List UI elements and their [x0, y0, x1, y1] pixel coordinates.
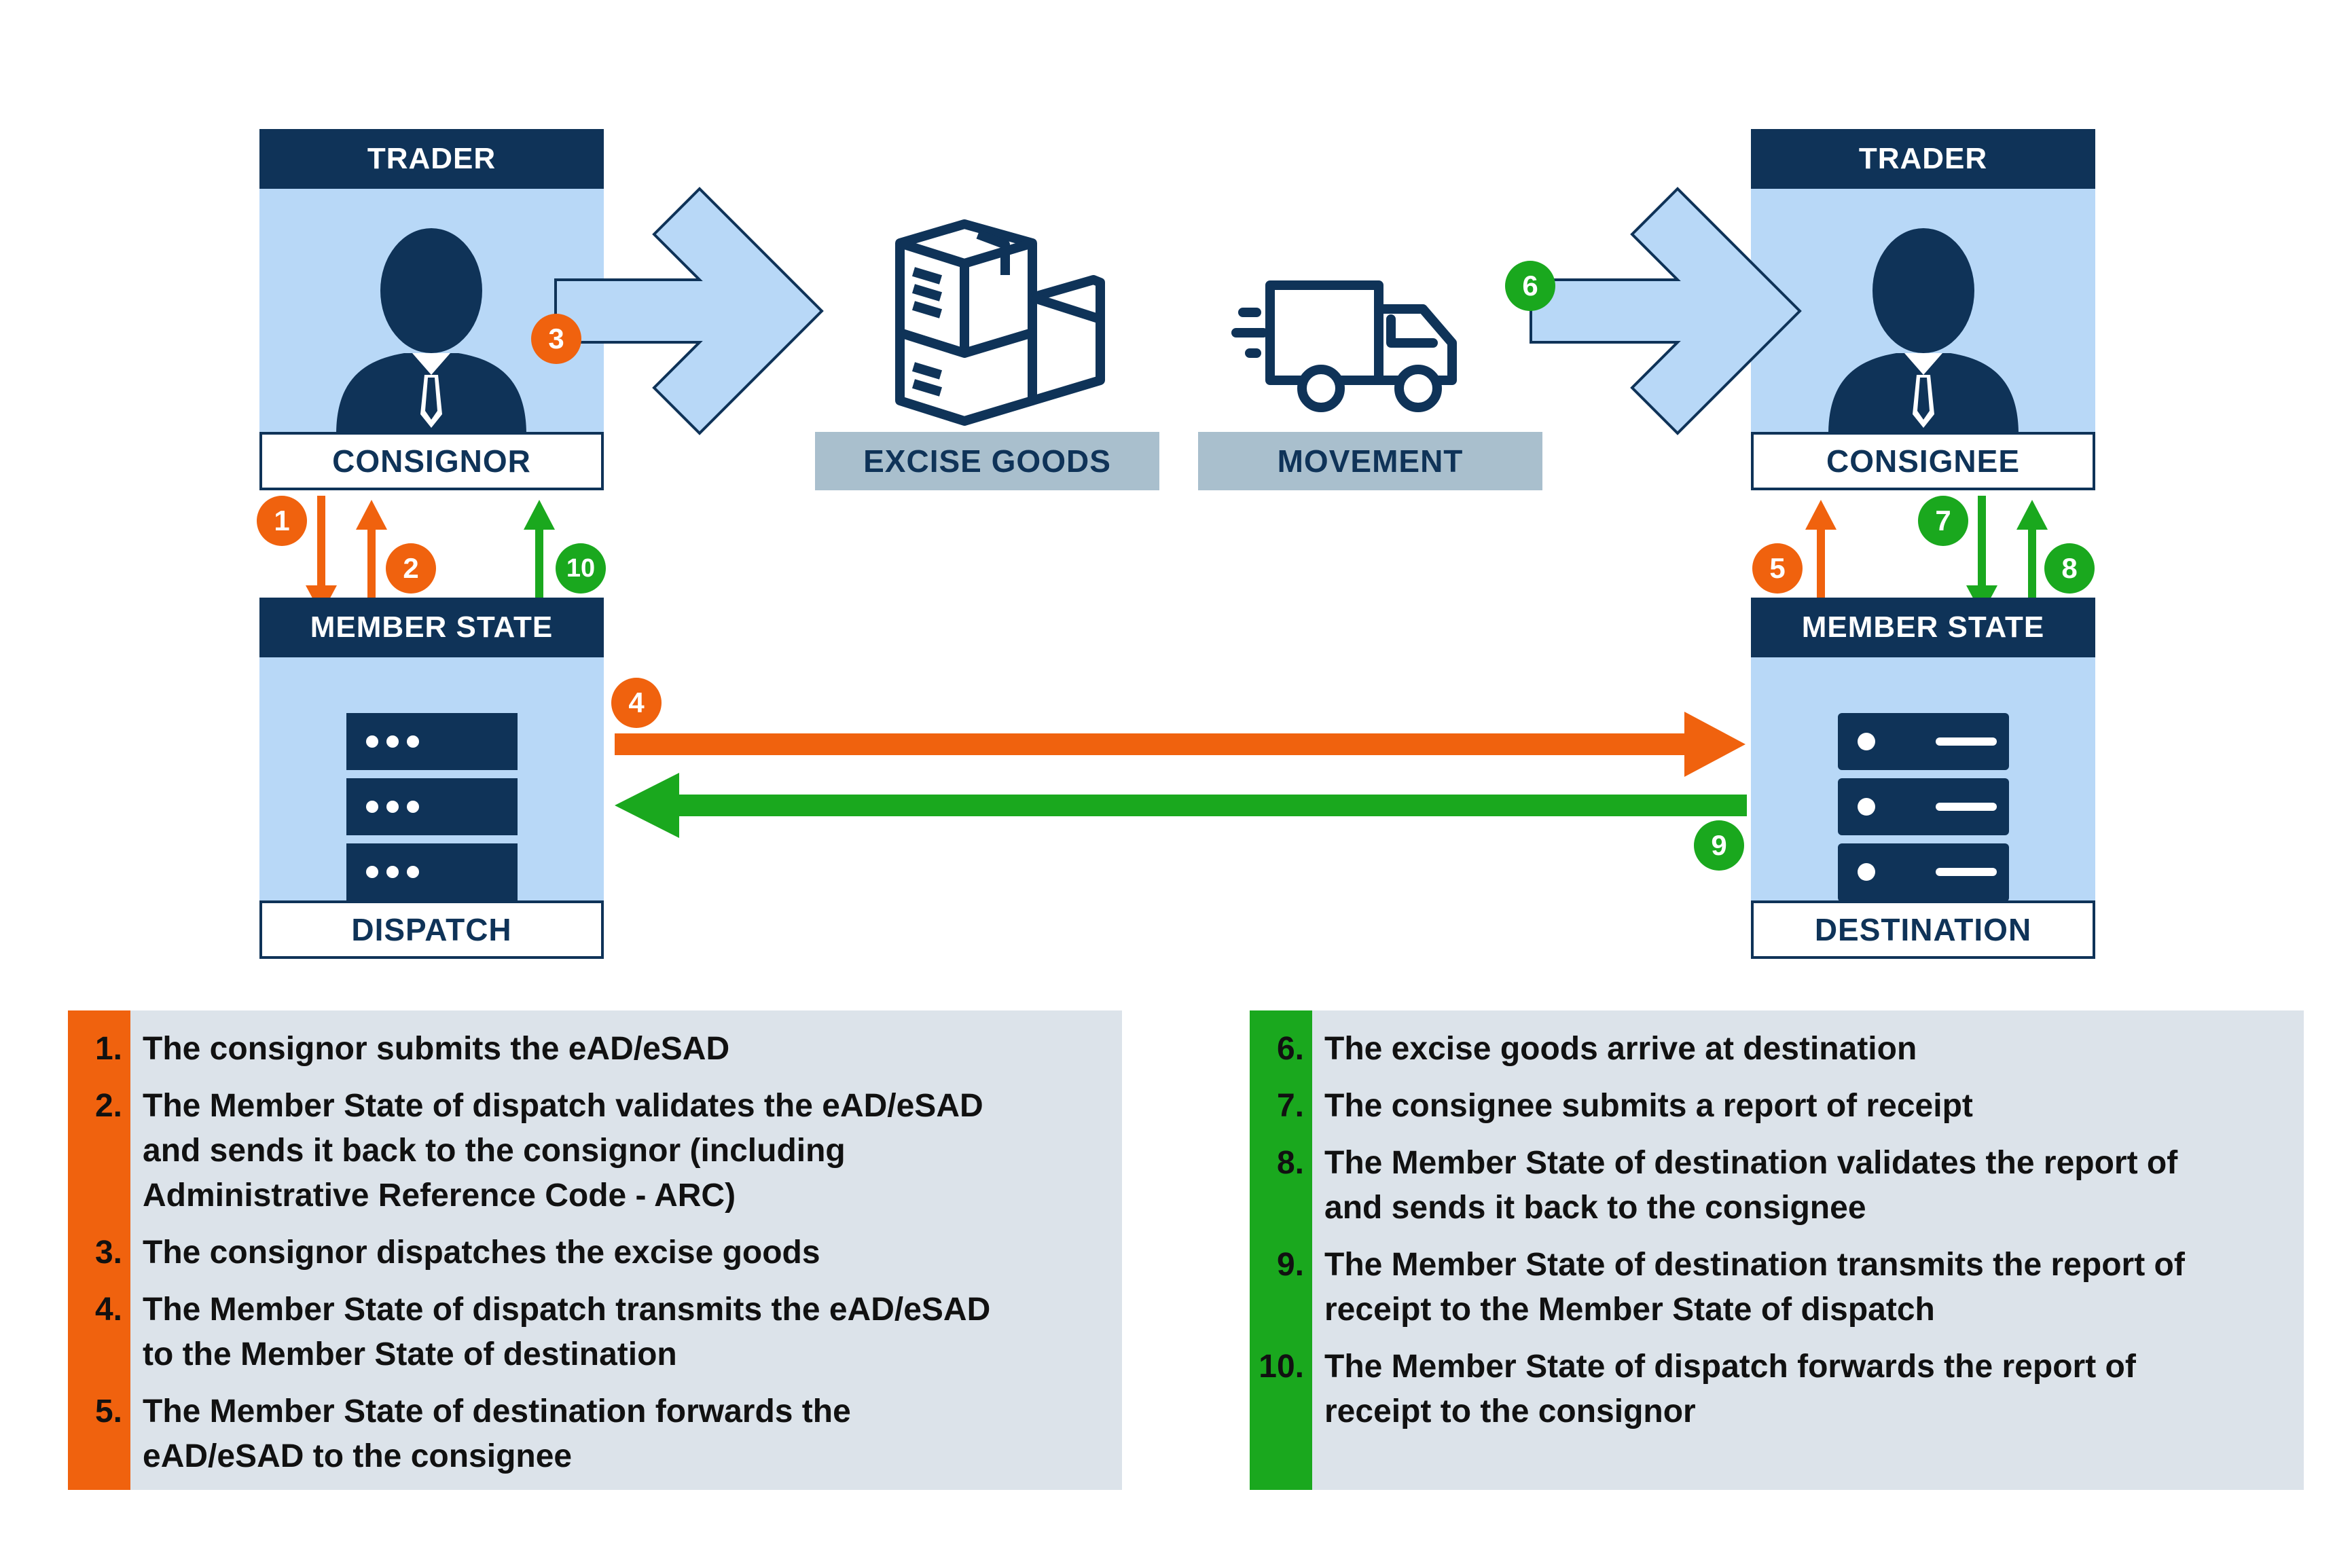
person-icon [336, 228, 526, 435]
step-number: 6. [1276, 1031, 1304, 1067]
step-text: Administrative Reference Code - ARC) [143, 1178, 736, 1214]
step-badge-8: 8 [2044, 543, 2095, 594]
arrow-step5 [1805, 500, 1837, 617]
steps-panel-right: 6. The excise goods arrive at destinatio… [1250, 1010, 2304, 1490]
step-number: 3. [94, 1235, 122, 1271]
step-badge-9: 9 [1694, 820, 1744, 871]
step-badge-4: 4 [611, 678, 662, 728]
step-number: 7. [1276, 1088, 1304, 1124]
step-text: to the Member State of destination [143, 1336, 677, 1372]
step-text: The excise goods arrive at destination [1324, 1031, 1917, 1067]
step-number: 10. [1259, 1349, 1304, 1385]
steps-panel-left: 1. The consignor submits the eAD/eSAD 2.… [68, 1010, 1122, 1490]
destination-label: DESTINATION [1751, 900, 2095, 959]
step-text: receipt to the consignor [1324, 1393, 1696, 1429]
truck-icon [1231, 280, 1457, 412]
consignee-label: CONSIGNEE [1751, 432, 2095, 490]
person-icon [1828, 228, 2019, 435]
dispatch-chevron-arrow [554, 187, 824, 435]
step-text: The consignor submits the eAD/eSAD [143, 1031, 730, 1067]
consignor-label: CONSIGNOR [259, 432, 604, 490]
step-badge-3: 3 [531, 314, 581, 364]
step-number: 4. [94, 1292, 122, 1328]
step-text: The Member State of destination transmit… [1324, 1247, 2185, 1283]
step-text: eAD/eSAD to the consignee [143, 1438, 573, 1474]
step-text: The Member State of dispatch transmits t… [143, 1292, 991, 1328]
arrow-step4 [615, 712, 1745, 777]
step-text: and sends it back to the consignor (incl… [143, 1133, 846, 1169]
boxes-icon [895, 219, 1105, 426]
arrow-step9 [615, 773, 1747, 838]
panel-stripe-orange [68, 1010, 130, 1490]
step-text: The Member State of dispatch validates t… [143, 1088, 983, 1124]
step-badge-7: 7 [1918, 496, 1968, 546]
step-badge-1: 1 [257, 496, 307, 546]
arrow-step2 [356, 500, 387, 617]
dispatch-label: DISPATCH [259, 900, 604, 959]
server-icon [346, 713, 518, 902]
step-badge-10: 10 [556, 543, 606, 594]
step-text: The consignee submits a report of receip… [1324, 1088, 1973, 1124]
left-member-state-header: MEMBER STATE [259, 598, 604, 657]
right-trader-header: TRADER [1751, 129, 2095, 189]
step-text: The Member State of dispatch forwards th… [1324, 1349, 2136, 1385]
arrow-step10 [524, 500, 555, 617]
step-badge-2: 2 [386, 543, 436, 594]
arrow-step1 [306, 496, 337, 615]
step-text: The Member State of destination forwards… [143, 1393, 851, 1429]
step-text: The consignor dispatches the excise good… [143, 1235, 820, 1271]
step-badge-6: 6 [1505, 261, 1555, 311]
movement-label: MOVEMENT [1198, 432, 1542, 490]
step-badge-5: 5 [1752, 543, 1803, 594]
left-trader-header: TRADER [259, 129, 604, 189]
step-number: 5. [94, 1393, 122, 1429]
panel-stripe-green [1250, 1010, 1312, 1490]
step-number: 1. [94, 1031, 122, 1067]
step-number: 2. [94, 1088, 122, 1124]
arrow-step8 [2016, 500, 2048, 617]
arrival-chevron-arrow [1530, 187, 1802, 435]
right-member-state-header: MEMBER STATE [1751, 598, 2095, 657]
server-icon [1838, 713, 2009, 902]
arrow-step7 [1966, 496, 1997, 615]
step-text: receipt to the Member State of dispatch [1324, 1292, 1935, 1328]
step-text: and sends it back to the consignee [1324, 1190, 1866, 1226]
step-number: 9. [1276, 1247, 1304, 1283]
step-text: The Member State of destination validate… [1324, 1145, 2178, 1181]
step-number: 8. [1276, 1145, 1304, 1181]
excise-goods-label: EXCISE GOODS [815, 432, 1159, 490]
